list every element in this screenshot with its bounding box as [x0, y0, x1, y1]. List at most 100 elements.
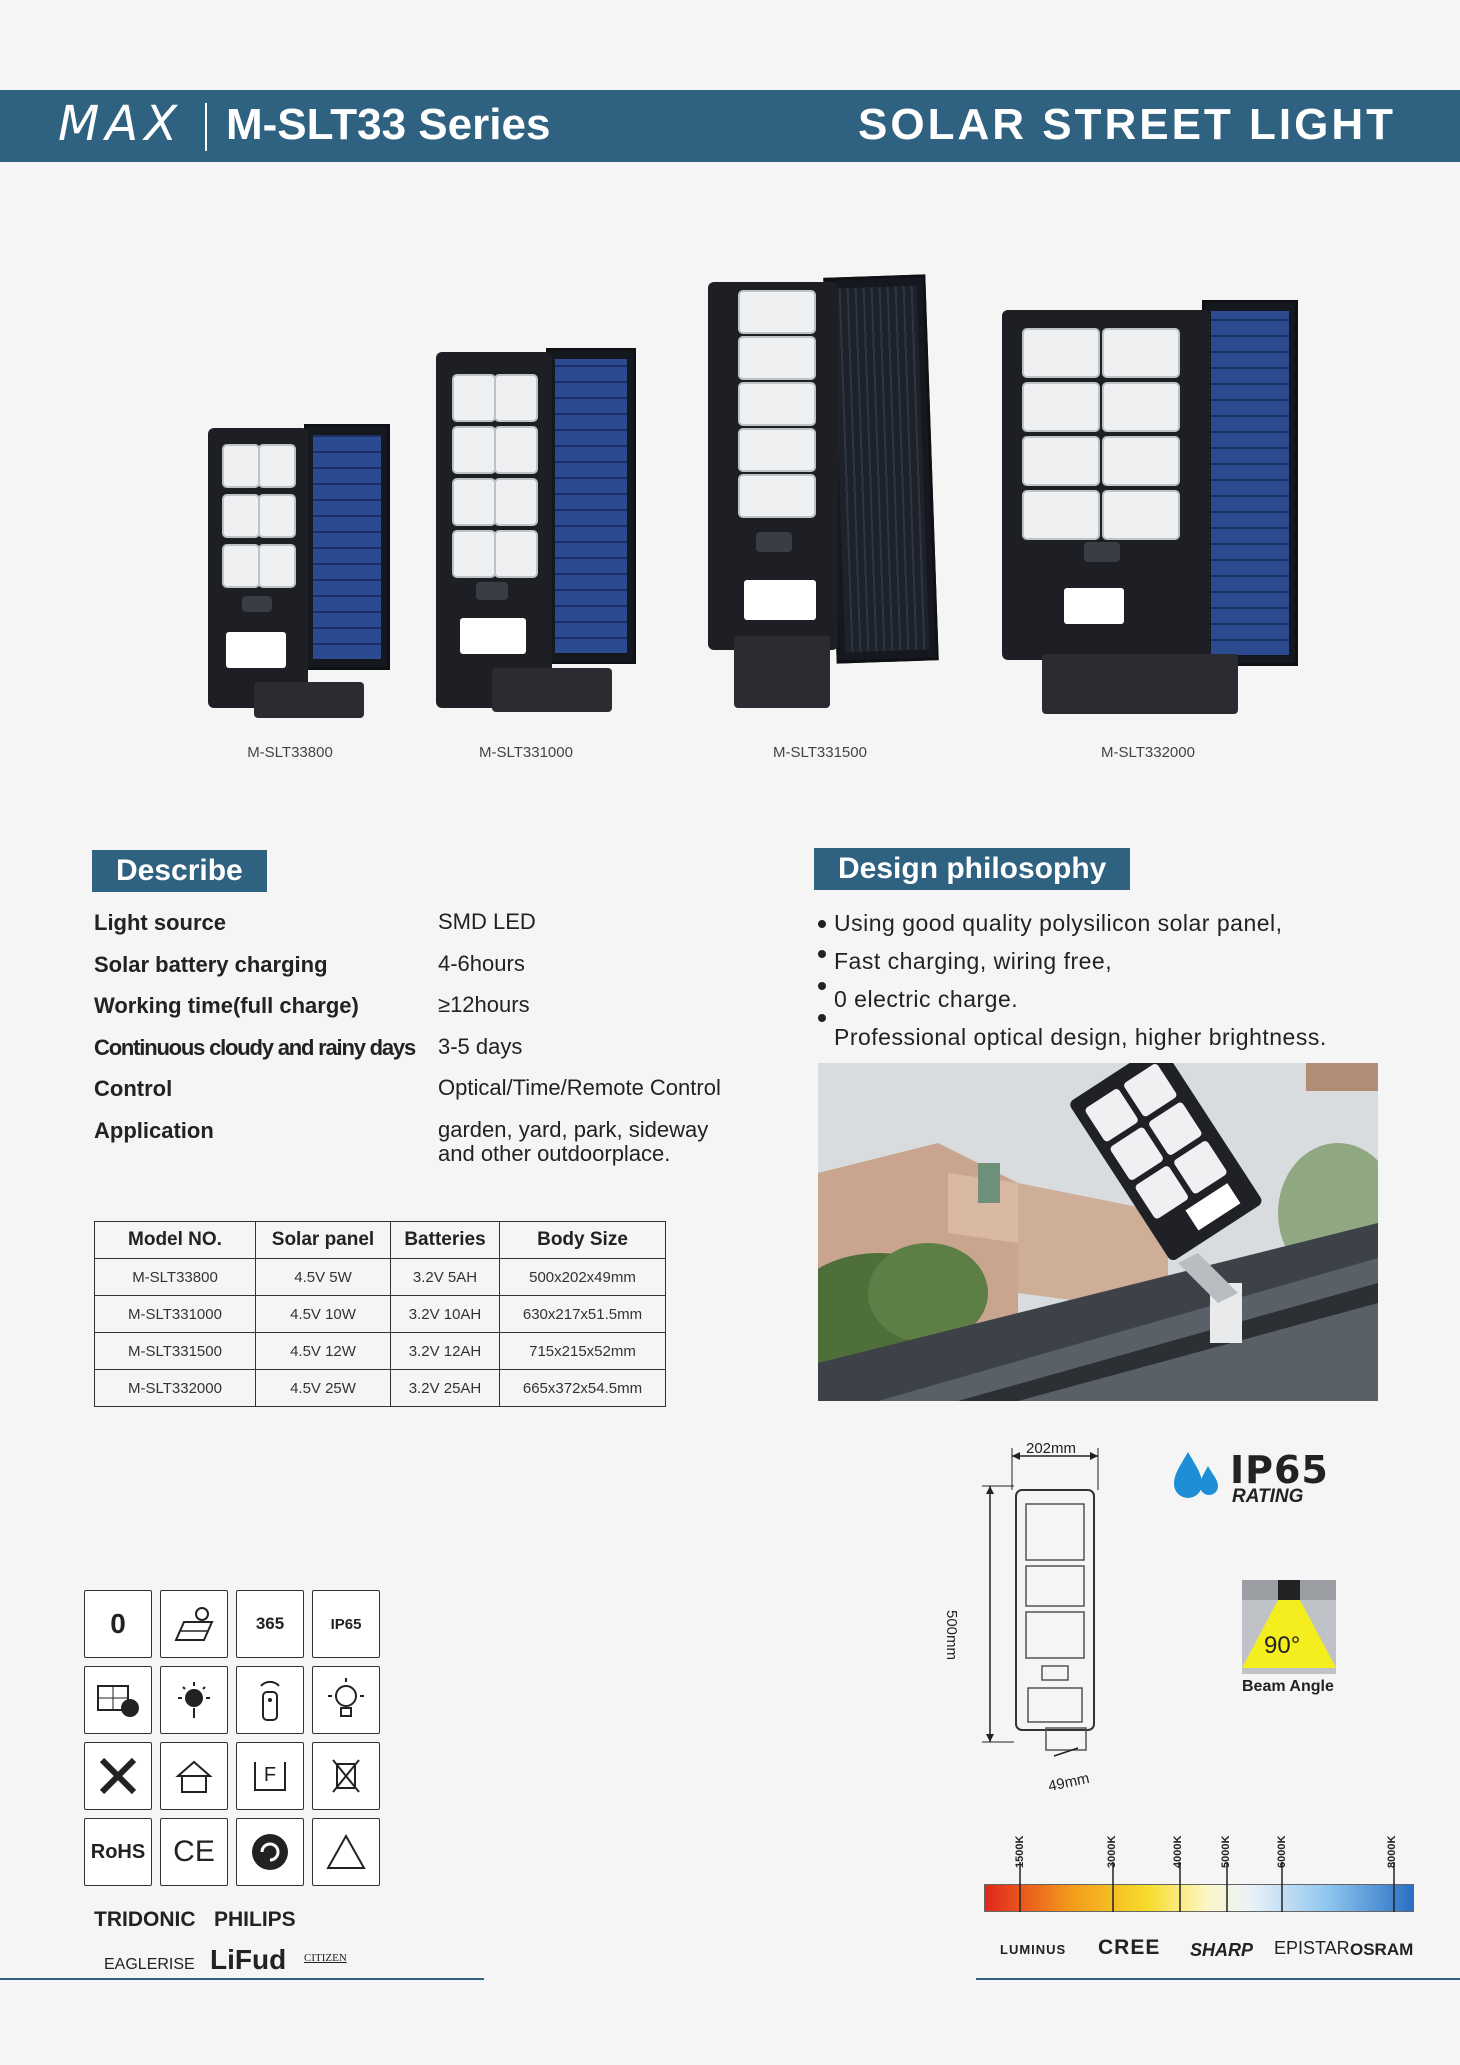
days-text: 365 [255, 1614, 285, 1633]
table-cell: 4.5V 5W [255, 1258, 391, 1296]
table-cell: 715x215x52mm [499, 1332, 666, 1370]
brand-sharp: SHARP [1190, 1940, 1254, 1960]
brand-epistar: EPISTAR [1274, 1938, 1350, 1958]
ip-rating-sub: RATING [1232, 1486, 1304, 1507]
bullet-dot [818, 1014, 826, 1022]
remote-control-icon [236, 1666, 304, 1734]
table-cell: 630x217x51.5mm [499, 1295, 666, 1333]
spec-value-control: Optical/Time/Remote Control [438, 1075, 721, 1100]
spec-label-cloudy-days: Continuous cloudy and rainy days [94, 1035, 416, 1060]
cct-tick-label: 5000K [1220, 1835, 1232, 1868]
brand-eaglerise: EAGLERISE [104, 1956, 195, 1973]
design-point-1: Using good quality polysilicon solar pan… [834, 910, 1283, 936]
water-drop-icon [1172, 1448, 1222, 1511]
brand-cree: CREE [1098, 1936, 1161, 1959]
beam-angle-icon [1242, 1580, 1336, 1674]
house-icon [160, 1742, 228, 1810]
model-table: Model NO. Solar panel Batteries Body Siz… [94, 1221, 666, 1407]
cct-tick-label: 3000K [1106, 1835, 1118, 1868]
beam-angle-value: 90° [1264, 1632, 1301, 1659]
product-image-1 [208, 424, 390, 720]
sun-panel-icon [160, 1590, 228, 1658]
bullet-dot [818, 950, 826, 958]
brand-lifud: LiFud [210, 1944, 287, 1975]
spec-label-light-source: Light source [94, 910, 227, 935]
ip-rating-code: IP65 [1230, 1448, 1329, 1492]
weee-bin-icon [312, 1742, 380, 1810]
table-cell: 3.2V 5AH [390, 1258, 500, 1296]
tools-icon [84, 1742, 152, 1810]
table-row: M-SLT332000 4.5V 25W 3.2V 25AH 665x372x5… [94, 1369, 666, 1407]
table-header: Batteries [390, 1221, 500, 1259]
installation-photo [818, 1063, 1378, 1401]
rohs-text: RoHS [90, 1840, 146, 1863]
product-type-title: SOLAR STREET LIGHT [858, 100, 1396, 149]
spec-label-application: Application [94, 1118, 214, 1143]
header-bar [0, 90, 1460, 162]
dimension-drawing [970, 1440, 1110, 1800]
table-row: M-SLT33800 4.5V 5W 3.2V 5AH 500x202x49mm [94, 1258, 666, 1296]
series-title: M-SLT33 Series [226, 100, 551, 149]
spec-label-working-time: Working time(full charge) [94, 993, 359, 1018]
table-header: Solar panel [255, 1221, 391, 1259]
beam-angle-label: Beam Angle [1242, 1678, 1334, 1695]
spec-value-application-2: and other outdoorplace. [438, 1141, 671, 1166]
cct-tick-label: 1500K [1014, 1835, 1026, 1868]
cct-tick-label: 6000K [1276, 1835, 1288, 1868]
design-point-3: 0 electric charge. [834, 986, 1019, 1012]
rohs-icon: RoHS [84, 1818, 152, 1886]
product-caption-4: M-SLT332000 [1101, 744, 1195, 761]
spec-label-charging: Solar battery charging [94, 952, 328, 977]
table-cell: 3.2V 10AH [390, 1295, 500, 1333]
product-image-2 [436, 348, 636, 720]
table-cell: 4.5V 25W [255, 1369, 391, 1407]
table-cell: 4.5V 12W [255, 1332, 391, 1370]
bottom-rule-left [0, 1978, 484, 1980]
bulb-icon [312, 1666, 380, 1734]
product-caption-2: M-SLT331000 [479, 744, 573, 761]
product-image-3 [708, 274, 939, 716]
table-cell: 3.2V 25AH [390, 1369, 500, 1407]
product-caption-3: M-SLT331500 [773, 744, 867, 761]
bullet-dot [818, 982, 826, 990]
brand-philips: PHILIPS [214, 1908, 296, 1931]
table-cell: 4.5V 10W [255, 1295, 391, 1333]
table-cell: 665x372x54.5mm [499, 1369, 666, 1407]
dimension-width: 202mm [1026, 1440, 1077, 1457]
dimension-height: 500mm [943, 1610, 960, 1661]
sun-plug-icon [160, 1666, 228, 1734]
table-cell: M-SLT33800 [94, 1258, 256, 1296]
zero-cost-icon: 0 [84, 1590, 152, 1658]
design-point-4: Professional optical design, higher brig… [834, 1024, 1327, 1050]
brand-luminus: LUMINUS [1000, 1942, 1067, 1957]
spec-value-working-time: ≥12hours [438, 992, 530, 1017]
brand-tridonic: TRIDONIC [94, 1908, 196, 1931]
table-header-row: Model NO. Solar panel Batteries Body Siz… [94, 1221, 666, 1259]
describe-title: Describe [92, 850, 267, 892]
zero-text: 0 [110, 1608, 126, 1639]
table-cell: M-SLT332000 [94, 1369, 256, 1407]
cct-tick-label: 4000K [1172, 1835, 1184, 1868]
table-cell: M-SLT331500 [94, 1332, 256, 1370]
ce-icon: CE [160, 1818, 228, 1886]
table-row: M-SLT331500 4.5V 12W 3.2V 12AH 715x215x5… [94, 1332, 666, 1370]
spec-value-charging: 4-6hours [438, 951, 525, 976]
cct-gradient-bar [984, 1884, 1414, 1912]
cycle-icon [236, 1818, 304, 1886]
ip65-text: IP65 [330, 1615, 362, 1633]
cct-tick-label: 8000K [1386, 1835, 1398, 1868]
brand-logo: MAX [58, 96, 184, 152]
f-mark-text: F [253, 1761, 287, 1791]
spec-value-cloudy-days: 3-5 days [438, 1034, 523, 1059]
table-header: Model NO. [94, 1221, 256, 1259]
recycle-icon [312, 1818, 380, 1886]
product-caption-1: M-SLT33800 [247, 744, 333, 761]
product-image-4 [1002, 298, 1298, 716]
bottom-rule-right [976, 1978, 1460, 1980]
spec-label-control: Control [94, 1076, 173, 1101]
days-365-icon: 365 [236, 1590, 304, 1658]
ce-text: CE [173, 1835, 215, 1868]
table-header: Body Size [499, 1221, 666, 1259]
table-cell: M-SLT331000 [94, 1295, 256, 1333]
cct-tick-lines [1019, 1862, 1395, 1912]
